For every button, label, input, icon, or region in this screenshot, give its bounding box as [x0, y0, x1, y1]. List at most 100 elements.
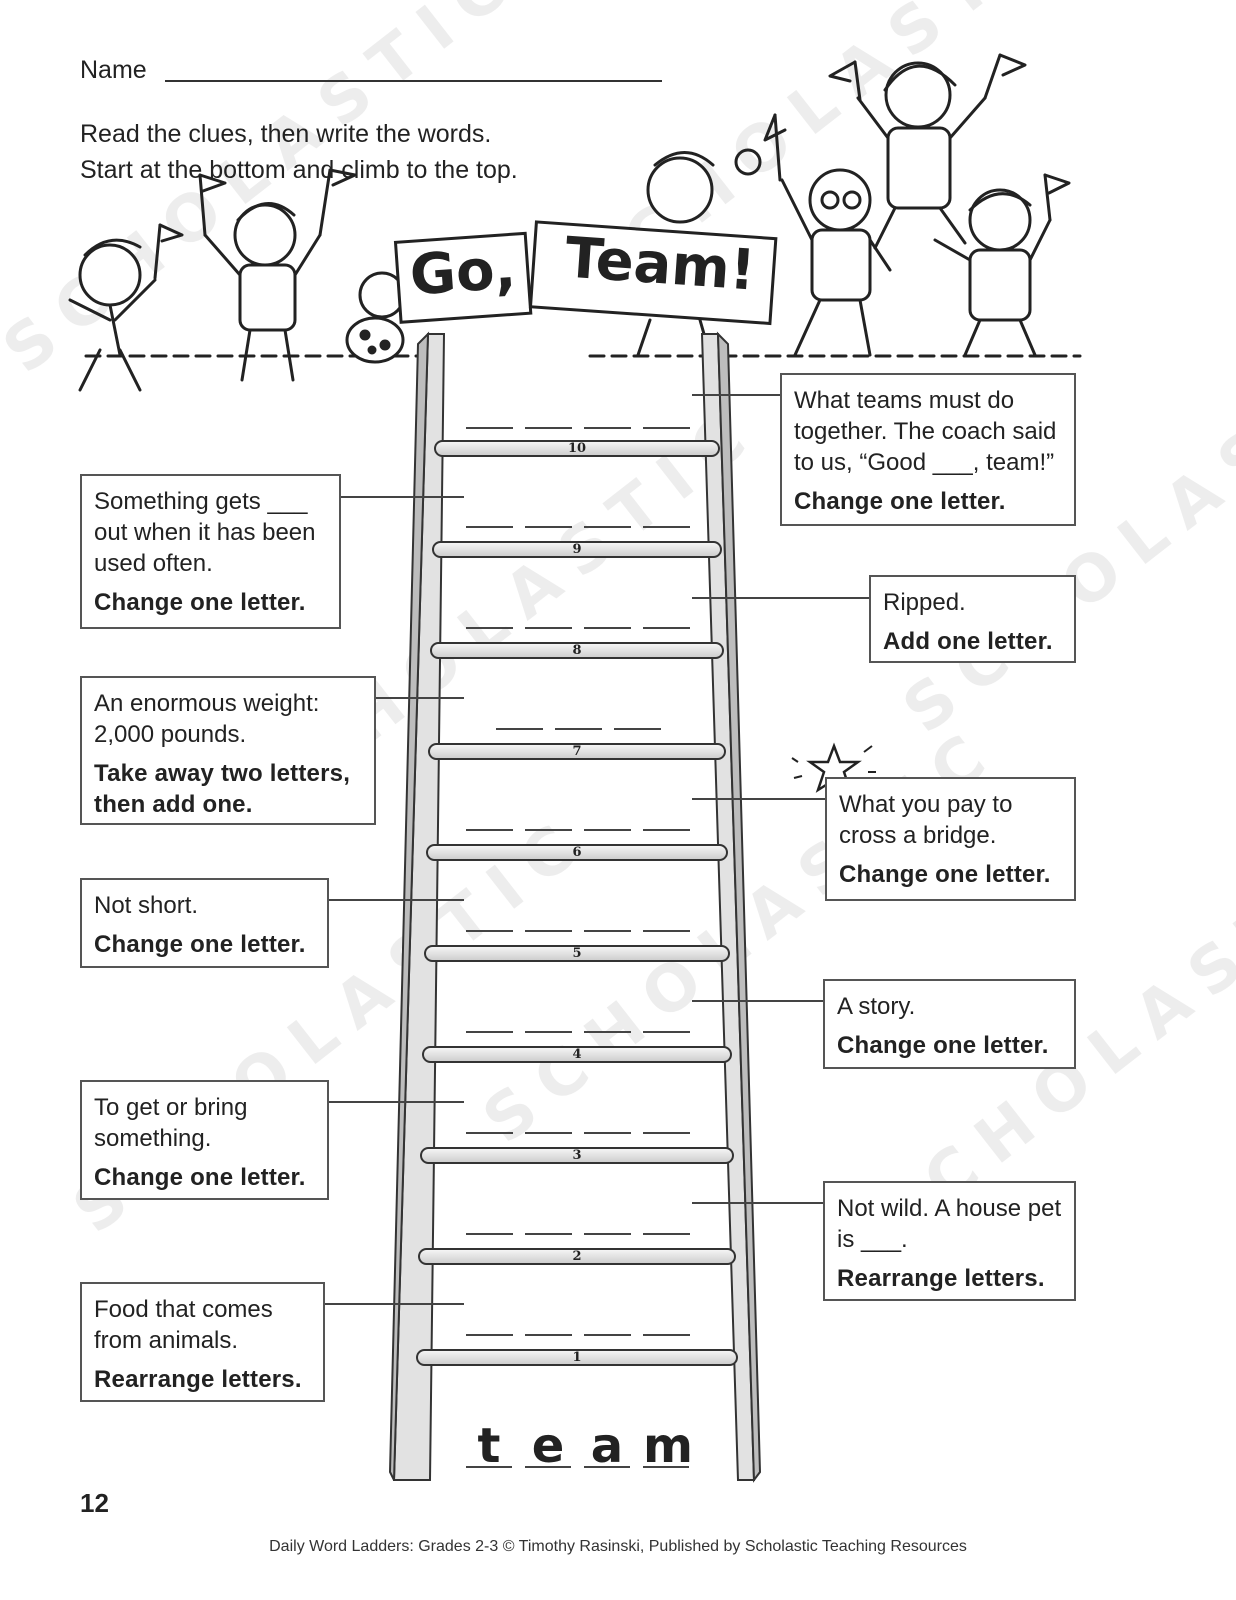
clue-box-10: What teams must do together. The coach s… — [780, 373, 1076, 526]
ladder-rung-4: 4 — [422, 1046, 732, 1063]
connector-6 — [692, 798, 825, 800]
answer-blank-9-2[interactable] — [525, 526, 572, 528]
answer-blank-8-2[interactable] — [525, 627, 572, 629]
answer-blank-2-4[interactable] — [643, 1233, 690, 1235]
clue-4-text-1: A story. — [837, 993, 916, 1020]
answer-blank-2-1[interactable] — [466, 1233, 513, 1235]
answer-blank-1-4[interactable] — [643, 1334, 690, 1336]
answer-blank-7-1[interactable] — [496, 728, 543, 730]
rung-number: 2 — [572, 1249, 582, 1264]
answer-blank-9-1[interactable] — [466, 526, 513, 528]
clue-9-text-3: used often. — [94, 550, 213, 577]
clue-10-text-2: together. The coach said — [794, 418, 1057, 445]
clue-1-rule: Rearrange letters. — [94, 1366, 302, 1393]
clue-7-text-2: 2,000 pounds. — [94, 721, 247, 748]
team-sign — [528, 220, 778, 326]
instructions-line-1: Read the clues, then write the words. — [80, 120, 492, 148]
answer-blank-3-2[interactable] — [525, 1132, 572, 1134]
answer-blank-9-3[interactable] — [584, 526, 631, 528]
answer-blank-4-4[interactable] — [643, 1031, 690, 1033]
ladder-rung-3: 3 — [420, 1147, 734, 1164]
answer-blank-1-2[interactable] — [525, 1334, 572, 1336]
connector-10 — [692, 394, 780, 396]
connector-8 — [692, 597, 869, 599]
rung-number: 9 — [572, 542, 582, 557]
name-field[interactable] — [165, 80, 662, 82]
connector-3 — [329, 1101, 464, 1103]
clue-3-rule: Change one letter. — [94, 1164, 306, 1191]
connector-9 — [341, 496, 464, 498]
clue-10-text-3: to us, “Good ___, team!” — [794, 449, 1055, 476]
answer-blank-5-4[interactable] — [643, 930, 690, 932]
start-word-letter: m — [643, 1418, 694, 1474]
ladder-rung-7: 7 — [428, 743, 726, 760]
answer-blank-5-2[interactable] — [525, 930, 572, 932]
rung-number: 6 — [572, 845, 582, 860]
clue-2-text-2: is ___. — [837, 1226, 908, 1253]
start-word-underline — [525, 1466, 571, 1468]
answer-blank-5-3[interactable] — [584, 930, 631, 932]
go-sign-text: Go, — [407, 236, 518, 309]
answer-blank-6-4[interactable] — [643, 829, 690, 831]
ladder-rung-9: 9 — [432, 541, 722, 558]
answer-blank-4-1[interactable] — [466, 1031, 513, 1033]
answer-blank-10-2[interactable] — [525, 427, 572, 429]
clue-box-8: Ripped. Add one letter. — [869, 575, 1076, 663]
answer-blank-9-4[interactable] — [643, 526, 690, 528]
answer-blank-8-1[interactable] — [466, 627, 513, 629]
answer-blank-6-1[interactable] — [466, 829, 513, 831]
start-word-underline — [466, 1466, 512, 1468]
connector-1 — [325, 1303, 464, 1305]
clue-1-text-2: from animals. — [94, 1327, 239, 1354]
rung-number: 7 — [572, 744, 582, 759]
answer-blank-6-3[interactable] — [584, 829, 631, 831]
answer-blank-6-2[interactable] — [525, 829, 572, 831]
ladder-rung-1: 1 — [416, 1349, 738, 1366]
ladder-rung-2: 2 — [418, 1248, 736, 1265]
ladder-rung-6: 6 — [426, 844, 728, 861]
clue-5-rule: Change one letter. — [94, 931, 306, 958]
footer-credit: Daily Word Ladders: Grades 2-3 © Timothy… — [269, 1538, 967, 1555]
answer-blank-8-4[interactable] — [643, 627, 690, 629]
answer-blank-3-4[interactable] — [643, 1132, 690, 1134]
rung-number: 8 — [572, 643, 582, 658]
answer-blank-4-3[interactable] — [584, 1031, 631, 1033]
answer-blank-2-3[interactable] — [584, 1233, 631, 1235]
rung-number: 10 — [567, 441, 587, 456]
clue-5-text-1: Not short. — [94, 892, 199, 919]
name-label: Name — [80, 56, 147, 84]
answer-blank-1-3[interactable] — [584, 1334, 631, 1336]
start-word-letter: t — [477, 1418, 501, 1474]
answer-blank-3-3[interactable] — [584, 1132, 631, 1134]
clue-8-rule: Add one letter. — [883, 628, 1053, 655]
answer-blank-5-1[interactable] — [466, 930, 513, 932]
clue-box-7: An enormous weight: 2,000 pounds. Take a… — [80, 676, 376, 825]
answer-blank-7-3[interactable] — [614, 728, 661, 730]
instructions-line-2: Start at the bottom and climb to the top… — [80, 156, 518, 184]
answer-blank-10-3[interactable] — [584, 427, 631, 429]
clue-7-rule-1: Take away two letters, — [94, 760, 351, 787]
clue-2-text-1: Not wild. A house pet — [837, 1195, 1062, 1222]
connector-2 — [692, 1202, 823, 1204]
answer-blank-7-2[interactable] — [555, 728, 602, 730]
clue-2-rule: Rearrange letters. — [837, 1265, 1045, 1292]
clue-box-4: A story. Change one letter. — [823, 979, 1076, 1069]
connector-7 — [376, 697, 464, 699]
clue-7-text-1: An enormous weight: — [94, 690, 320, 717]
answer-blank-8-3[interactable] — [584, 627, 631, 629]
clue-6-text-2: cross a bridge. — [839, 822, 997, 849]
answer-blank-1-1[interactable] — [466, 1334, 513, 1336]
connector-5 — [329, 899, 464, 901]
answer-blank-3-1[interactable] — [466, 1132, 513, 1134]
clue-box-5: Not short. Change one letter. — [80, 878, 329, 968]
answer-blank-4-2[interactable] — [525, 1031, 572, 1033]
clue-9-text-2: out when it has been — [94, 519, 316, 546]
ladder-rung-10: 10 — [434, 440, 720, 457]
clue-box-3: To get or bring something. Change one le… — [80, 1080, 329, 1200]
answer-blank-2-2[interactable] — [525, 1233, 572, 1235]
clue-10-rule: Change one letter. — [794, 488, 1006, 515]
clue-7-rule-2: then add one. — [94, 791, 253, 818]
answer-blank-10-4[interactable] — [643, 427, 690, 429]
answer-blank-10-1[interactable] — [466, 427, 513, 429]
clue-1-text-1: Food that comes — [94, 1296, 273, 1323]
